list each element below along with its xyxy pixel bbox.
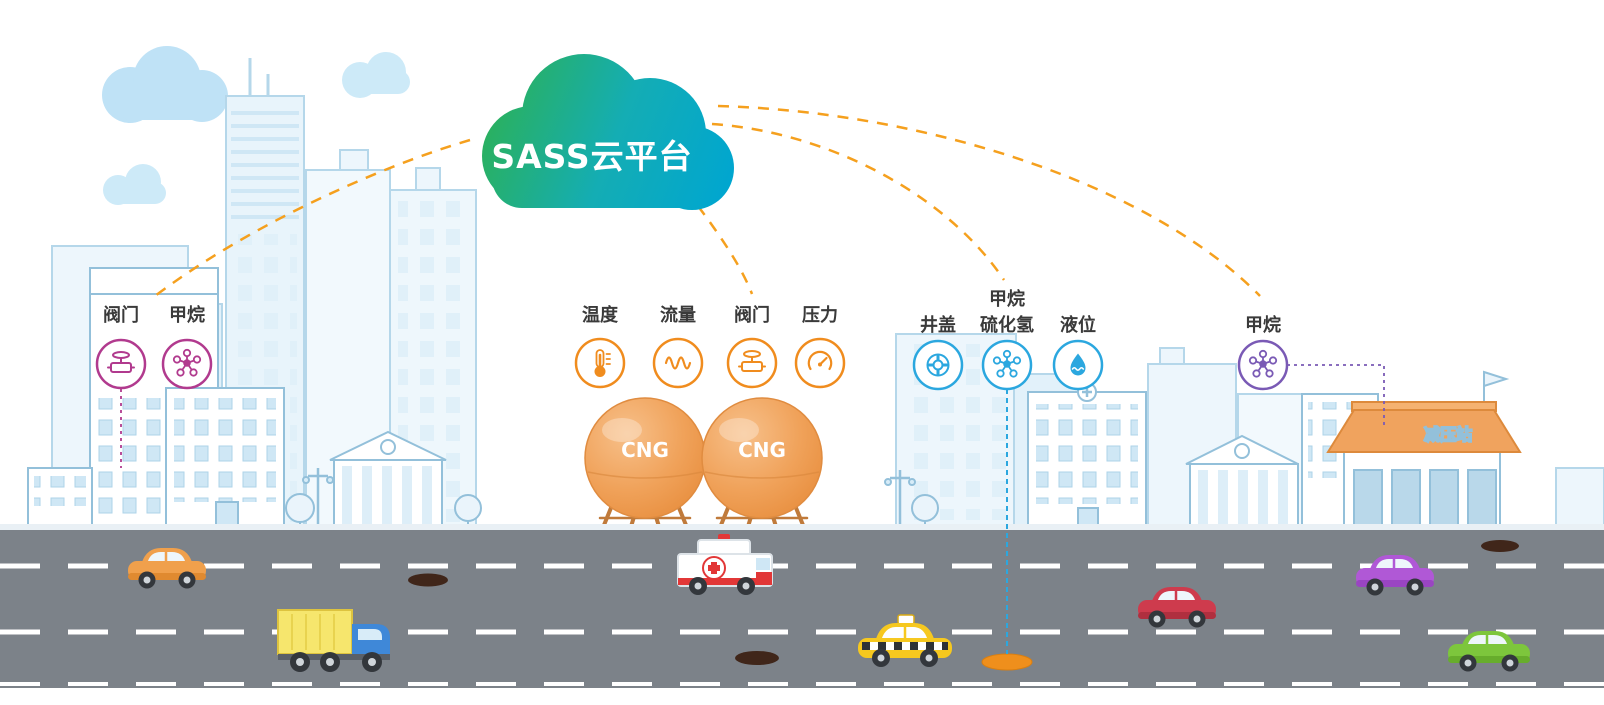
sensor-label: 阀门 (734, 304, 770, 326)
level-icon (1052, 339, 1104, 391)
manhole-spot (1481, 540, 1519, 552)
cng-tank-sphere: CNG (701, 397, 823, 519)
taxi (858, 614, 952, 667)
sensor-group-cng: 温度 流量 阀门 压力 (574, 304, 846, 389)
shop-building-left (27, 467, 93, 531)
sensor-label: 甲烷 (1245, 314, 1281, 336)
road (0, 524, 1604, 705)
sensor-label: 甲烷 (169, 304, 205, 326)
gauge-icon (794, 337, 846, 389)
sensor-label: 压力 (802, 305, 838, 326)
sky-cloud-small (103, 164, 166, 205)
connection-to-cng-sensors (696, 205, 754, 295)
truck (277, 609, 390, 672)
sensor-label: 温度 (582, 304, 619, 326)
road-bottom-edge (0, 688, 1604, 705)
flow-icon (652, 337, 704, 389)
ambulance (677, 534, 773, 595)
sensor-group-pipeline: 井盖 甲烷 硫化氢 液位 (912, 288, 1104, 391)
gas-leak-spot (981, 653, 1033, 671)
manhole-icon (912, 339, 964, 391)
connection-to-city-sensors (154, 138, 471, 297)
apartment-building (165, 387, 285, 531)
sensor-group-station: 甲烷 (1237, 314, 1289, 391)
sensor-label: 井盖 (920, 314, 956, 336)
sensor-label: 阀门 (103, 304, 139, 326)
manhole-spot (408, 573, 448, 587)
pressure-station-label: 减压站 (1424, 425, 1472, 444)
sensor-label: 液位 (1060, 314, 1096, 336)
molecule-icon (1237, 339, 1289, 391)
city-buildings-right-foreground (884, 382, 1334, 531)
car-green (1448, 631, 1530, 672)
bank-building-right (1185, 434, 1299, 531)
cloud-platform-label: SASS云平台 (491, 137, 692, 176)
cloud-connections (154, 104, 1261, 297)
car-purple (1356, 555, 1434, 596)
cng-tank-label: CNG (738, 438, 786, 462)
valve-icon (726, 337, 778, 389)
car-red (1138, 587, 1216, 628)
street-lamp (884, 470, 916, 530)
sensor-group-city: 阀门 甲烷 (95, 304, 213, 390)
pressure-station-building: 减压站 (1301, 370, 1604, 531)
sensor-sublabel: 硫化氢 (980, 314, 1034, 336)
sensor-label: 流量 (660, 304, 696, 326)
sensor-label: 甲烷 (989, 288, 1025, 310)
hospital-building (1027, 382, 1147, 531)
curb (0, 524, 1604, 530)
thermometer-icon (574, 337, 626, 389)
connection-to-pipeline-sensors (711, 122, 1006, 281)
sky-cloud-top (342, 52, 410, 98)
manhole-spot (735, 651, 779, 665)
city-buildings-left-foreground (27, 267, 482, 531)
bank-building-left (329, 430, 447, 531)
molecule-icon (981, 339, 1033, 391)
cng-tanks: CNG CNG (584, 397, 823, 532)
cng-tank-label: CNG (621, 438, 669, 462)
saas-cloud: SASS云平台 (482, 54, 734, 210)
cng-tank-sphere: CNG (584, 397, 706, 519)
molecule-icon (161, 338, 213, 390)
street-lamp (302, 468, 334, 530)
road-surface (0, 530, 1604, 688)
car-orange (128, 548, 206, 589)
sky-cloud-left (102, 46, 228, 123)
valve-icon (95, 338, 147, 390)
connection-to-station-sensor (717, 104, 1261, 297)
